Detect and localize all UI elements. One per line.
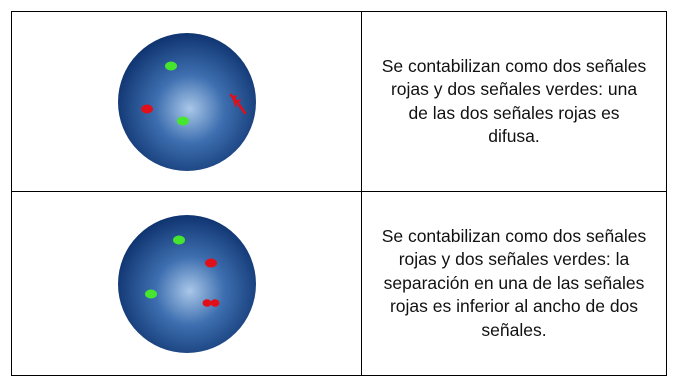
- green-signal: [164, 61, 177, 70]
- red-signal: [140, 104, 153, 113]
- row-1-image-cell: [12, 12, 361, 191]
- row-divider: [12, 191, 666, 192]
- green-signal: [176, 116, 189, 125]
- red-signal: [204, 258, 217, 267]
- split-red-signal-part: [210, 298, 219, 307]
- row-1-description: Se contabilizan como dos señales rojas y…: [381, 55, 647, 147]
- row-2-text-cell: Se contabilizan como dos señales rojas y…: [362, 192, 666, 375]
- row-1-text-cell: Se contabilizan como dos señales rojas y…: [362, 12, 666, 191]
- signal-table: Se contabilizan como dos señales rojas y…: [11, 11, 667, 376]
- row-2-description: Se contabilizan como dos señales rojas y…: [381, 225, 647, 340]
- nucleus: [117, 32, 256, 171]
- diffuse-red-signal: [229, 93, 246, 114]
- nucleus: [117, 214, 256, 353]
- nucleus-diagram-2: [117, 214, 256, 353]
- split-red-signal-part: [202, 298, 211, 307]
- row-2-image-cell: [12, 192, 361, 375]
- nucleus-diagram-1: [117, 32, 256, 171]
- green-signal: [144, 289, 157, 298]
- green-signal: [172, 235, 185, 244]
- column-divider: [361, 12, 362, 375]
